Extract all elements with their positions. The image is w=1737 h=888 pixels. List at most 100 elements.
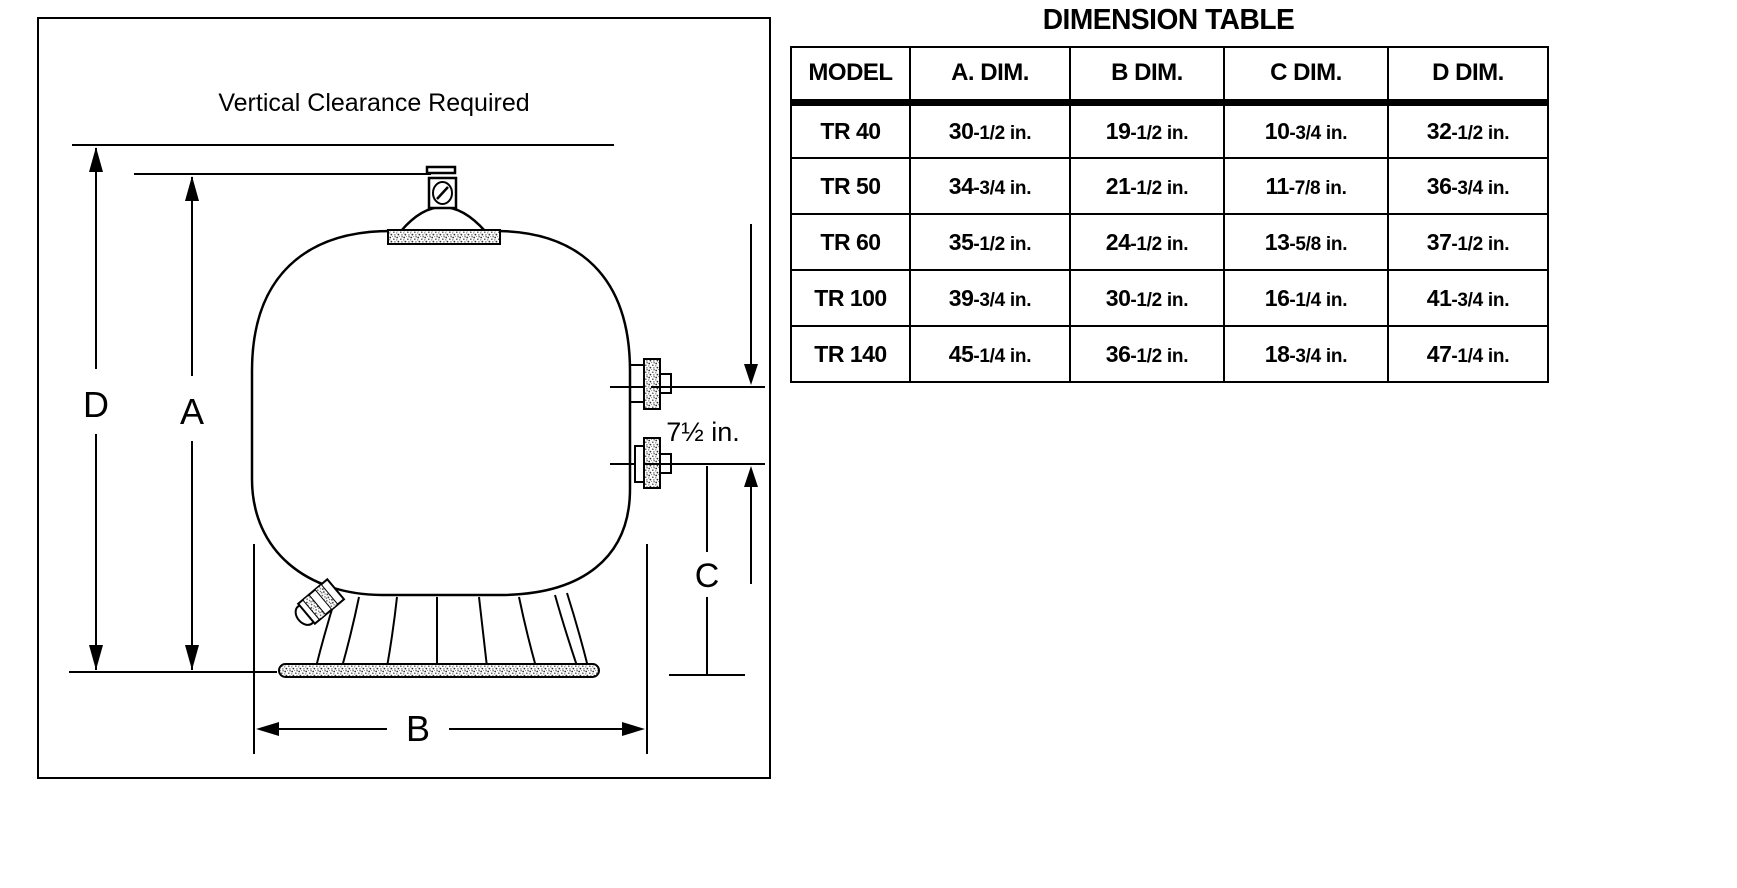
dimension-whole: 45	[948, 340, 974, 367]
dimension-cell: 30-1/2 in.	[909, 101, 1071, 159]
dimension-whole: 36	[1105, 340, 1131, 367]
dimension-a-label: A	[180, 391, 204, 432]
dimension-cell: 36-1/2 in.	[1069, 325, 1225, 383]
header-a-dim: A. DIM.	[909, 46, 1071, 106]
model-cell: TR 140	[790, 325, 911, 383]
dimension-whole: 30	[948, 117, 974, 144]
dimension-fraction-unit: -1/2 in.	[1451, 233, 1510, 255]
dimension-fraction-unit: -3/4 in.	[973, 289, 1032, 311]
dimension-fraction-unit: -1/2 in.	[1130, 122, 1189, 144]
dimension-whole: 34	[948, 172, 974, 199]
dimension-whole: 10	[1264, 117, 1290, 144]
dimension-whole: 36	[1426, 172, 1452, 199]
dimension-cell: 11-7/8 in.	[1223, 157, 1389, 215]
dimension-whole: 41	[1426, 284, 1452, 311]
diagram-frame: Vertical Clearance Required D	[37, 17, 771, 779]
pressure-gauge-icon	[425, 165, 458, 210]
reference-lines	[69, 144, 614, 673]
base-plate	[278, 663, 600, 678]
dimension-cell: 24-1/2 in.	[1069, 213, 1225, 271]
dimension-fraction-unit: -3/4 in.	[973, 177, 1032, 199]
dimension-fraction-unit: -3/4 in.	[1451, 289, 1510, 311]
model-cell: TR 100	[790, 269, 911, 327]
base-skirt	[315, 592, 589, 668]
header-b-dim: B DIM.	[1069, 46, 1225, 106]
dimension-fraction-unit: -1/2 in.	[1130, 177, 1189, 199]
dimension-a: A	[180, 176, 204, 670]
dimension-whole: 37	[1426, 228, 1452, 255]
dimension-whole: 39	[948, 284, 974, 311]
dimension-whole: 13	[1264, 228, 1290, 255]
dimension-cell: 10-3/4 in.	[1223, 101, 1389, 159]
dimension-whole: 32	[1426, 117, 1452, 144]
header-model: MODEL	[790, 46, 911, 106]
dimension-cell: 36-3/4 in.	[1387, 157, 1549, 215]
dimension-cell: 18-3/4 in.	[1223, 325, 1389, 383]
clearance-label: Vertical Clearance Required	[218, 89, 529, 117]
filter-tank-outline	[250, 229, 632, 597]
dimension-cell: 30-1/2 in.	[1069, 269, 1225, 327]
dimension-whole: 47	[1426, 340, 1452, 367]
dimension-cell: 41-3/4 in.	[1387, 269, 1549, 327]
dimension-fraction-unit: -3/4 in.	[1451, 177, 1510, 199]
header-c-dim: C DIM.	[1223, 46, 1389, 106]
dimension-cell: 45-1/4 in.	[909, 325, 1071, 383]
pipe-spacing-dimension: 7½ in.	[644, 224, 765, 584]
dimension-table: MODEL A. DIM. B DIM. C DIM. D DIM. TR 40…	[790, 46, 1549, 383]
dimension-fraction-unit: -5/8 in.	[1289, 233, 1348, 255]
dimension-whole: 18	[1264, 340, 1290, 367]
dimension-whole: 30	[1105, 284, 1131, 311]
dimension-fraction-unit: -1/2 in.	[1130, 345, 1189, 367]
dimension-fraction-unit: -1/2 in.	[1130, 289, 1189, 311]
dimension-c-label: C	[695, 557, 720, 595]
dimension-table-section: DIMENSION TABLE MODEL A. DIM. B DIM. C D…	[790, 4, 1549, 383]
dimension-fraction-unit: -3/4 in.	[1289, 122, 1348, 144]
dimension-cell: 19-1/2 in.	[1069, 101, 1225, 159]
dimension-cell: 32-1/2 in.	[1387, 101, 1549, 159]
table-title: DIMENSION TABLE	[1042, 4, 1295, 36]
dimension-fraction-unit: -1/4 in.	[1289, 289, 1348, 311]
dimension-b-label: B	[406, 708, 430, 749]
lid-flange	[387, 229, 501, 245]
table-header-row: MODEL A. DIM. B DIM. C DIM. D DIM.	[790, 46, 1549, 106]
dimension-fraction-unit: -7/8 in.	[1288, 177, 1347, 199]
dimension-whole: 24	[1105, 228, 1131, 255]
pipe-spacing-label: 7½ in.	[666, 417, 740, 447]
dimension-cell: 35-1/2 in.	[909, 213, 1071, 271]
dimension-cell: 37-1/2 in.	[1387, 213, 1549, 271]
dimension-fraction-unit: -1/2 in.	[1451, 122, 1510, 144]
drain-fitting	[294, 577, 346, 626]
dimension-cell: 21-1/2 in.	[1069, 157, 1225, 215]
model-cell: TR 60	[790, 213, 911, 271]
dimension-cell: 13-5/8 in.	[1223, 213, 1389, 271]
dimension-c: C	[669, 466, 745, 676]
dimension-fraction-unit: -1/2 in.	[973, 233, 1032, 255]
dimension-cell: 47-1/4 in.	[1387, 325, 1549, 383]
dimension-whole: 19	[1105, 117, 1131, 144]
model-cell: TR 40	[790, 101, 911, 159]
dimension-fraction-unit: -1/4 in.	[973, 345, 1032, 367]
dimension-fraction-unit: -1/4 in.	[1451, 345, 1510, 367]
dimension-whole: 21	[1105, 172, 1131, 199]
dimension-whole: 16	[1264, 284, 1290, 311]
dimension-cell: 34-3/4 in.	[909, 157, 1071, 215]
dimension-cell: 39-3/4 in.	[909, 269, 1071, 327]
dimension-fraction-unit: -1/2 in.	[1130, 233, 1189, 255]
dimension-b: B	[253, 544, 648, 754]
dimension-fraction-unit: -3/4 in.	[1289, 345, 1348, 367]
header-d-dim: D DIM.	[1387, 46, 1549, 106]
tank-dome-lid	[400, 205, 486, 232]
dimension-d: D	[83, 147, 109, 670]
dimension-fraction-unit: -1/2 in.	[973, 122, 1032, 144]
dimension-whole: 35	[948, 228, 974, 255]
filter-dimension-diagram: Vertical Clearance Required D	[69, 89, 765, 754]
dimension-cell: 16-1/4 in.	[1223, 269, 1389, 327]
model-cell: TR 50	[790, 157, 911, 215]
dimension-d-label: D	[83, 384, 109, 425]
